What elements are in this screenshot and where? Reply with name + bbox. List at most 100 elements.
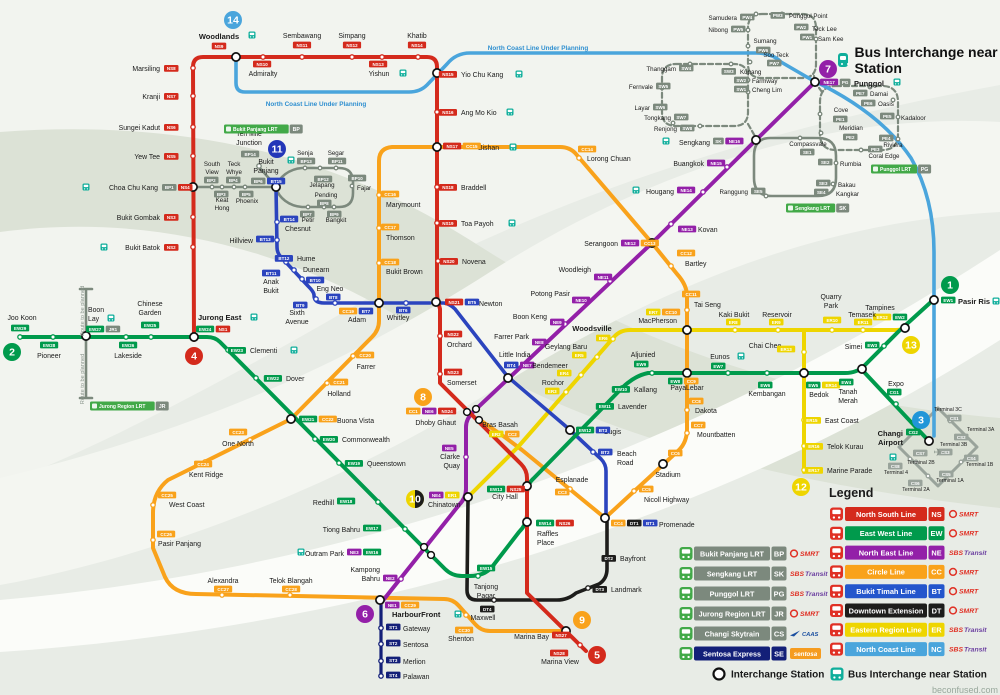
svg-text:Merlion: Merlion xyxy=(403,659,426,666)
svg-text:Sentosa: Sentosa xyxy=(403,642,428,649)
bus-icon xyxy=(454,610,462,618)
svg-text:Teck Lee: Teck Lee xyxy=(812,26,837,33)
svg-text:Ten Mile: Ten Mile xyxy=(236,131,262,138)
svg-text:Tongkang: Tongkang xyxy=(644,115,671,122)
svg-text:HarbourFront: HarbourFront xyxy=(392,610,441,619)
svg-text:Fernvale: Fernvale xyxy=(629,84,654,91)
svg-text:7: 7 xyxy=(825,64,831,76)
svg-text:NE14: NE14 xyxy=(680,188,692,193)
svg-text:CC7: CC7 xyxy=(694,423,703,428)
svg-text:Braddell: Braddell xyxy=(461,185,487,192)
svg-text:EW7: EW7 xyxy=(713,364,723,369)
svg-text:Jurong East: Jurong East xyxy=(198,313,242,322)
svg-text:Oasis: Oasis xyxy=(878,101,894,108)
bus-icon xyxy=(248,31,256,39)
svg-text:NE6: NE6 xyxy=(425,409,434,414)
svg-text:Lakeside: Lakeside xyxy=(114,353,142,360)
svg-text:CC22: CC22 xyxy=(322,417,334,422)
svg-text:Yishun: Yishun xyxy=(369,71,390,78)
svg-text:Simei: Simei xyxy=(845,344,863,351)
svg-text:EW10: EW10 xyxy=(615,387,628,392)
svg-text:Coral Edge: Coral Edge xyxy=(869,153,901,160)
svg-text:SMRT: SMRT xyxy=(959,608,979,615)
svg-text:Samudera: Samudera xyxy=(708,15,737,22)
svg-text:Dakota: Dakota xyxy=(695,408,717,415)
svg-text:ER6: ER6 xyxy=(599,336,608,341)
svg-text:Yew Tee: Yew Tee xyxy=(134,154,160,161)
svg-text:North Coast Line Under Plannin: North Coast Line Under Planning xyxy=(488,45,589,52)
svg-text:Sixth: Sixth xyxy=(289,310,304,317)
svg-text:EW8: EW8 xyxy=(670,379,680,384)
svg-text:Telok Kurau: Telok Kurau xyxy=(827,444,864,451)
svg-text:CC14: CC14 xyxy=(581,147,593,152)
svg-text:SBS: SBS xyxy=(949,647,963,654)
svg-text:Nibong: Nibong xyxy=(708,27,728,34)
svg-text:Renjong: Renjong xyxy=(654,126,678,133)
svg-text:Adam: Adam xyxy=(348,317,366,324)
svg-text:Boon: Boon xyxy=(88,307,104,314)
svg-text:ER5: ER5 xyxy=(575,353,584,358)
svg-text:Teck: Teck xyxy=(228,161,242,168)
svg-text:Marina Bay: Marina Bay xyxy=(514,634,549,641)
svg-text:Raffles: Raffles xyxy=(537,531,559,538)
svg-text:SE4: SE4 xyxy=(817,190,826,195)
svg-text:NS: NS xyxy=(931,510,941,519)
svg-text:ER3: ER3 xyxy=(548,389,557,394)
svg-text:CG1: CG1 xyxy=(890,390,900,395)
bus-icon xyxy=(107,314,115,322)
svg-text:Bartley: Bartley xyxy=(685,261,707,268)
svg-text:SW5: SW5 xyxy=(658,84,668,89)
svg-text:SW3: SW3 xyxy=(724,69,734,74)
svg-text:Chinatown: Chinatown xyxy=(428,502,461,509)
svg-text:CC19: CC19 xyxy=(342,309,354,314)
svg-text:Keat: Keat xyxy=(216,197,229,204)
svg-text:BP13: BP13 xyxy=(300,159,312,164)
svg-text:Garden: Garden xyxy=(139,310,162,317)
svg-text:EW27: EW27 xyxy=(89,327,102,332)
svg-text:Terminal 2A: Terminal 2A xyxy=(902,487,930,493)
svg-text:NS26: NS26 xyxy=(559,521,571,526)
svg-text:Avenue: Avenue xyxy=(285,319,308,326)
svg-text:CS5: CS5 xyxy=(942,472,951,477)
svg-text:CS4: CS4 xyxy=(967,456,976,461)
svg-text:Newton: Newton xyxy=(479,301,503,308)
svg-text:Thanggam: Thanggam xyxy=(646,66,676,73)
svg-text:PG: PG xyxy=(842,80,849,85)
bus-icon xyxy=(830,642,843,656)
svg-text:NE13: NE13 xyxy=(681,227,693,232)
svg-text:EW24: EW24 xyxy=(199,327,212,332)
svg-text:Eastern Region Line: Eastern Region Line xyxy=(850,626,921,635)
svg-text:Tai Seng: Tai Seng xyxy=(694,302,721,309)
